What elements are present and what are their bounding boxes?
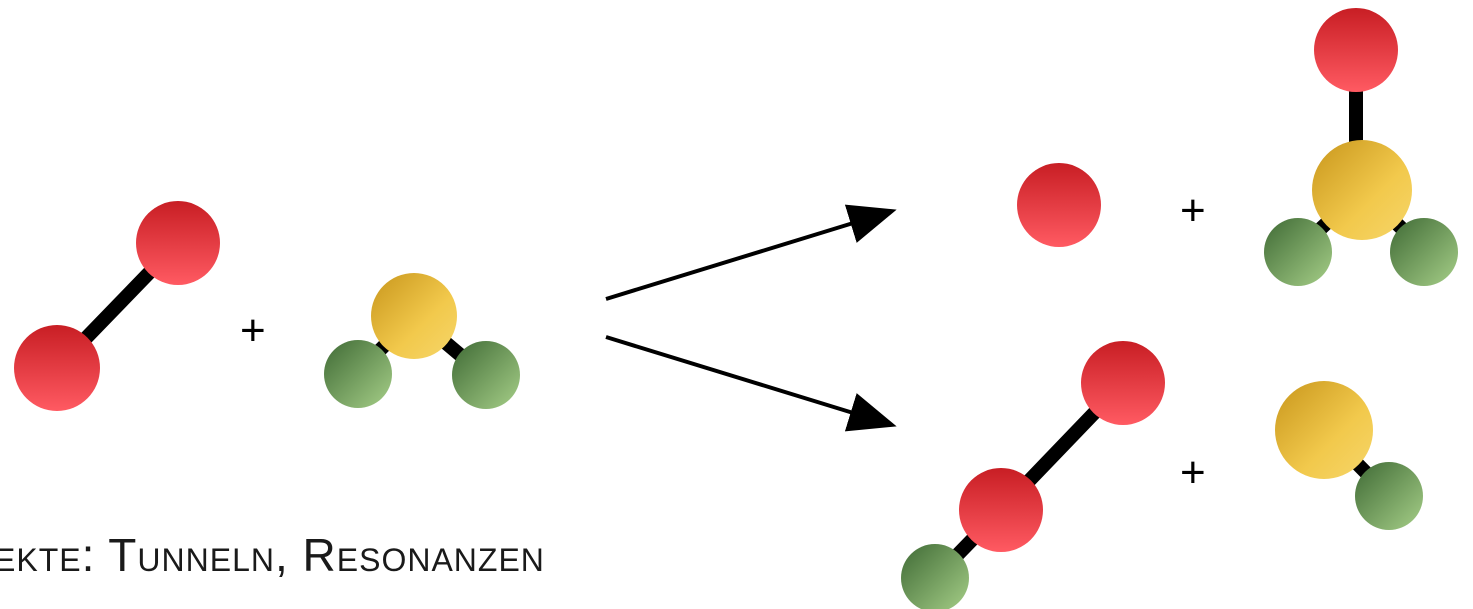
green-atom xyxy=(452,341,520,409)
green-atom xyxy=(901,544,969,609)
reactant-yellow-green-molecule xyxy=(324,273,520,409)
product-yellow-red-green-molecule xyxy=(1264,8,1458,286)
green-atom xyxy=(1355,462,1423,530)
reaction-arrow-down xyxy=(605,335,897,432)
reactant-o2-molecule xyxy=(14,201,220,411)
product-yellow-green-molecule xyxy=(1275,381,1423,530)
oxygen-atom xyxy=(1314,8,1398,92)
green-atom xyxy=(1264,218,1332,286)
yellow-atom xyxy=(1312,140,1412,240)
reaction-arrow-up xyxy=(605,204,897,301)
oxygen-atom xyxy=(14,325,100,411)
oxygen-atom xyxy=(1081,341,1165,425)
caption-text: ekte: Tunneln, Resonanzen xyxy=(0,529,545,581)
green-atom xyxy=(324,340,392,408)
green-atom xyxy=(1390,218,1458,286)
oxygen-atom xyxy=(959,468,1043,552)
plus-sign: + xyxy=(1180,448,1206,497)
yellow-atom xyxy=(371,273,457,359)
plus-sign: + xyxy=(1180,186,1206,235)
oxygen-atom xyxy=(136,201,220,285)
product-red-red-green-chain xyxy=(901,341,1165,609)
plus-sign: + xyxy=(240,306,266,355)
oxygen-atom-product xyxy=(1017,163,1101,247)
yellow-atom xyxy=(1275,381,1373,479)
